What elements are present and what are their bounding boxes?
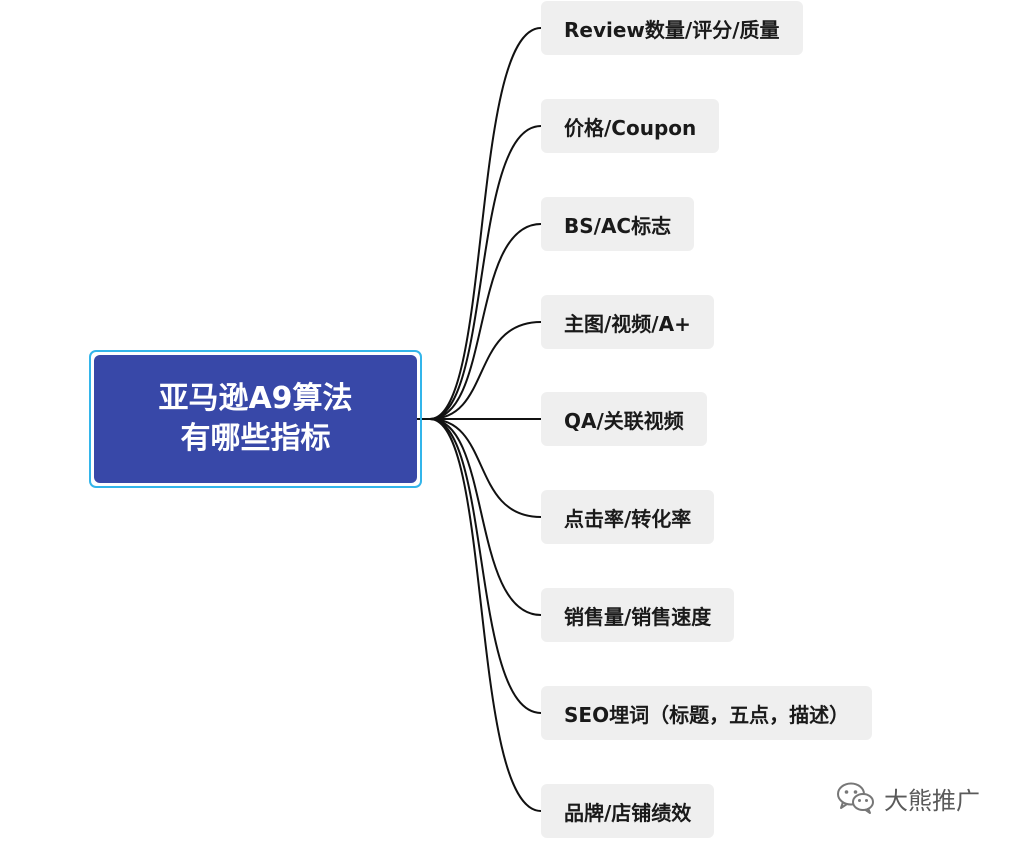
branch-connector [429,27,542,420]
branch-label: QA/关联视频 [564,408,684,433]
root-title-line1: 亚马逊A9算法 [158,381,353,416]
root-topic[interactable]: 亚马逊A9算法 有哪些指标 [94,355,417,483]
branch-connector [429,223,542,420]
branch-label: SEO埋词（标题，五点，描述） [564,702,850,727]
root-title-line2: 有哪些指标 [180,421,331,456]
wechat-icon [837,782,874,814]
branch-label: 销售量/销售速度 [564,604,712,629]
branch-media[interactable]: 主图/视频/A+ [541,295,714,349]
branch-connector [429,418,542,616]
branch-label: Review数量/评分/质量 [564,17,780,42]
branch-connector [429,418,542,518]
branch-sales[interactable]: 销售量/销售速度 [541,588,735,642]
branch-label: 品牌/店铺绩效 [564,800,692,825]
branch-label: 点击率/转化率 [564,506,692,531]
branch-label: BS/AC标志 [564,213,672,238]
branch-connector [429,321,542,420]
branch-brand[interactable]: 品牌/店铺绩效 [541,784,715,838]
branch-badge[interactable]: BS/AC标志 [541,197,695,251]
branch-connector [429,418,542,812]
branch-qa[interactable]: QA/关联视频 [541,392,707,446]
branch-connector [429,418,542,714]
branch-seo[interactable]: SEO埋词（标题，五点，描述） [541,686,873,740]
watermark: 大熊推广 [836,780,980,816]
branch-review[interactable]: Review数量/评分/质量 [541,1,803,55]
branch-label: 主图/视频/A+ [564,311,691,336]
branch-connector [429,125,542,420]
branch-price[interactable]: 价格/Coupon [541,99,720,153]
branch-ctr[interactable]: 点击率/转化率 [541,490,715,544]
root-selection-outline [89,350,422,488]
branch-label: 价格/Coupon [564,115,697,140]
watermark-text: 大熊推广 [884,786,980,815]
